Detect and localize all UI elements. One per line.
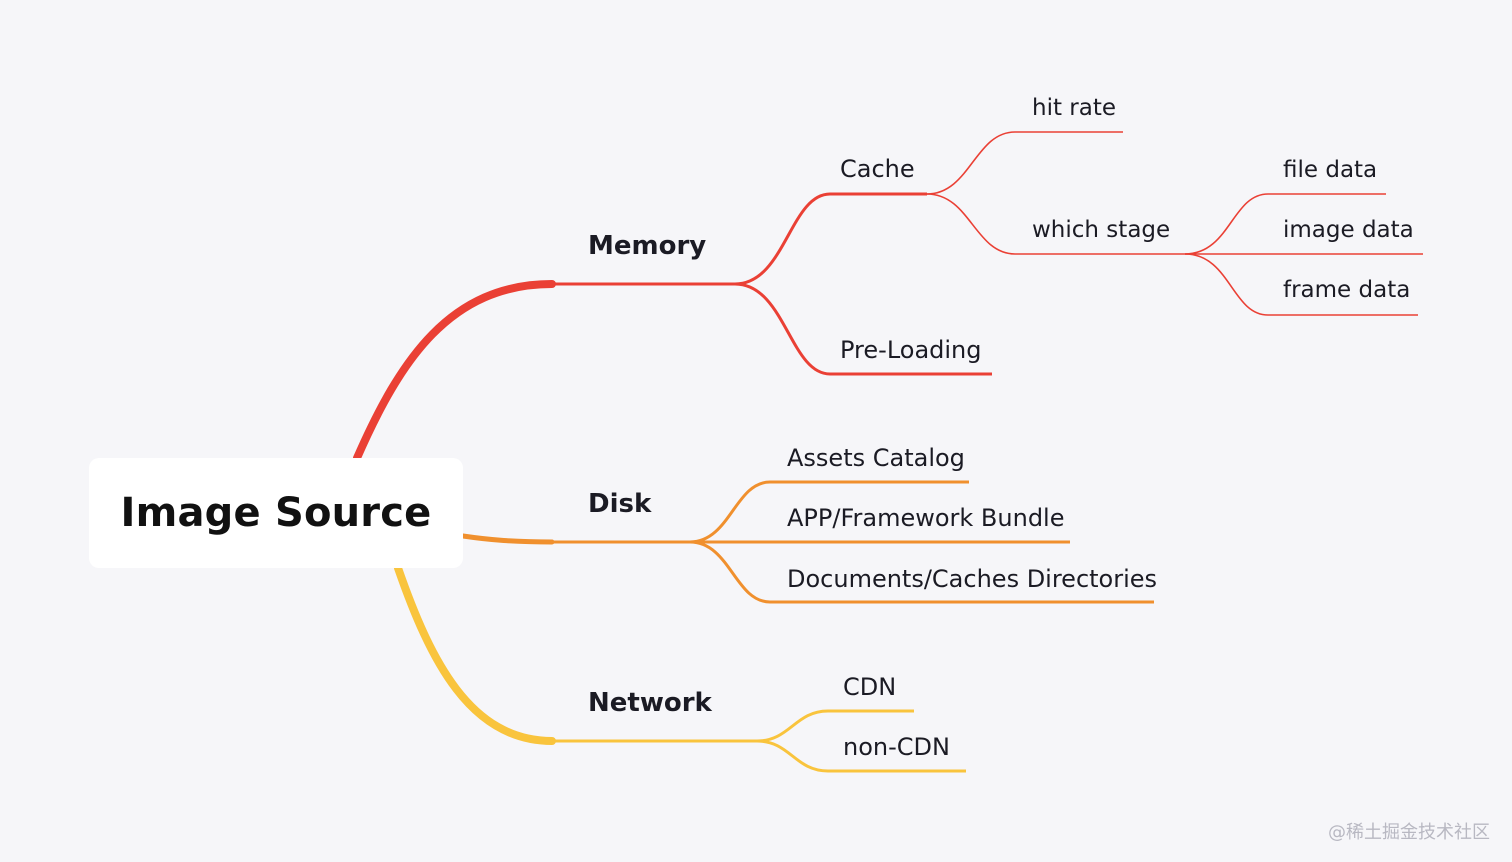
root-node[interactable]: Image Source bbox=[89, 458, 463, 568]
connector-memory-preloading bbox=[734, 282, 992, 376]
node-non-cdn-label[interactable]: non-CDN bbox=[843, 733, 950, 761]
connector-disk-assets bbox=[689, 480, 969, 544]
connector-stage-filedata bbox=[1184, 193, 1386, 255]
node-cache-label[interactable]: Cache bbox=[840, 155, 915, 183]
branch-disk-label[interactable]: Disk bbox=[588, 489, 652, 519]
node-which-stage-label[interactable]: which stage bbox=[1032, 217, 1171, 243]
node-app-bundle-label[interactable]: APP/Framework Bundle bbox=[787, 504, 1065, 532]
node-cdn-label[interactable]: CDN bbox=[843, 673, 897, 701]
connector-network-noncdn bbox=[756, 739, 966, 773]
node-frame-data-label[interactable]: frame data bbox=[1283, 277, 1411, 303]
connector-memory-cache bbox=[734, 192, 927, 286]
node-documents-label[interactable]: Documents/Caches Directories bbox=[787, 565, 1158, 593]
node-assets-catalog-label[interactable]: Assets Catalog bbox=[787, 444, 965, 472]
connector-root-memory bbox=[353, 280, 556, 462]
connector-cache-hitrate bbox=[926, 131, 1123, 195]
node-image-data-label[interactable]: image data bbox=[1283, 217, 1414, 243]
node-preloading-label[interactable]: Pre-Loading bbox=[840, 336, 982, 364]
connector-network-cdn bbox=[756, 709, 914, 743]
connector-root-network bbox=[394, 564, 556, 745]
connector-stage-framedata bbox=[1184, 253, 1418, 316]
node-hit-rate-label[interactable]: hit rate bbox=[1032, 95, 1117, 121]
watermark: @稀土掘金技术社区 bbox=[1328, 822, 1490, 843]
root-node-label: Image Source bbox=[120, 490, 432, 536]
branch-memory-label[interactable]: Memory bbox=[588, 231, 707, 261]
connector-cache-whichstage bbox=[926, 193, 1185, 255]
branch-network-label[interactable]: Network bbox=[588, 688, 712, 718]
connector-disk-documents bbox=[689, 540, 1154, 604]
connector-root-disk bbox=[460, 533, 555, 545]
node-file-data-label[interactable]: file data bbox=[1283, 157, 1378, 183]
